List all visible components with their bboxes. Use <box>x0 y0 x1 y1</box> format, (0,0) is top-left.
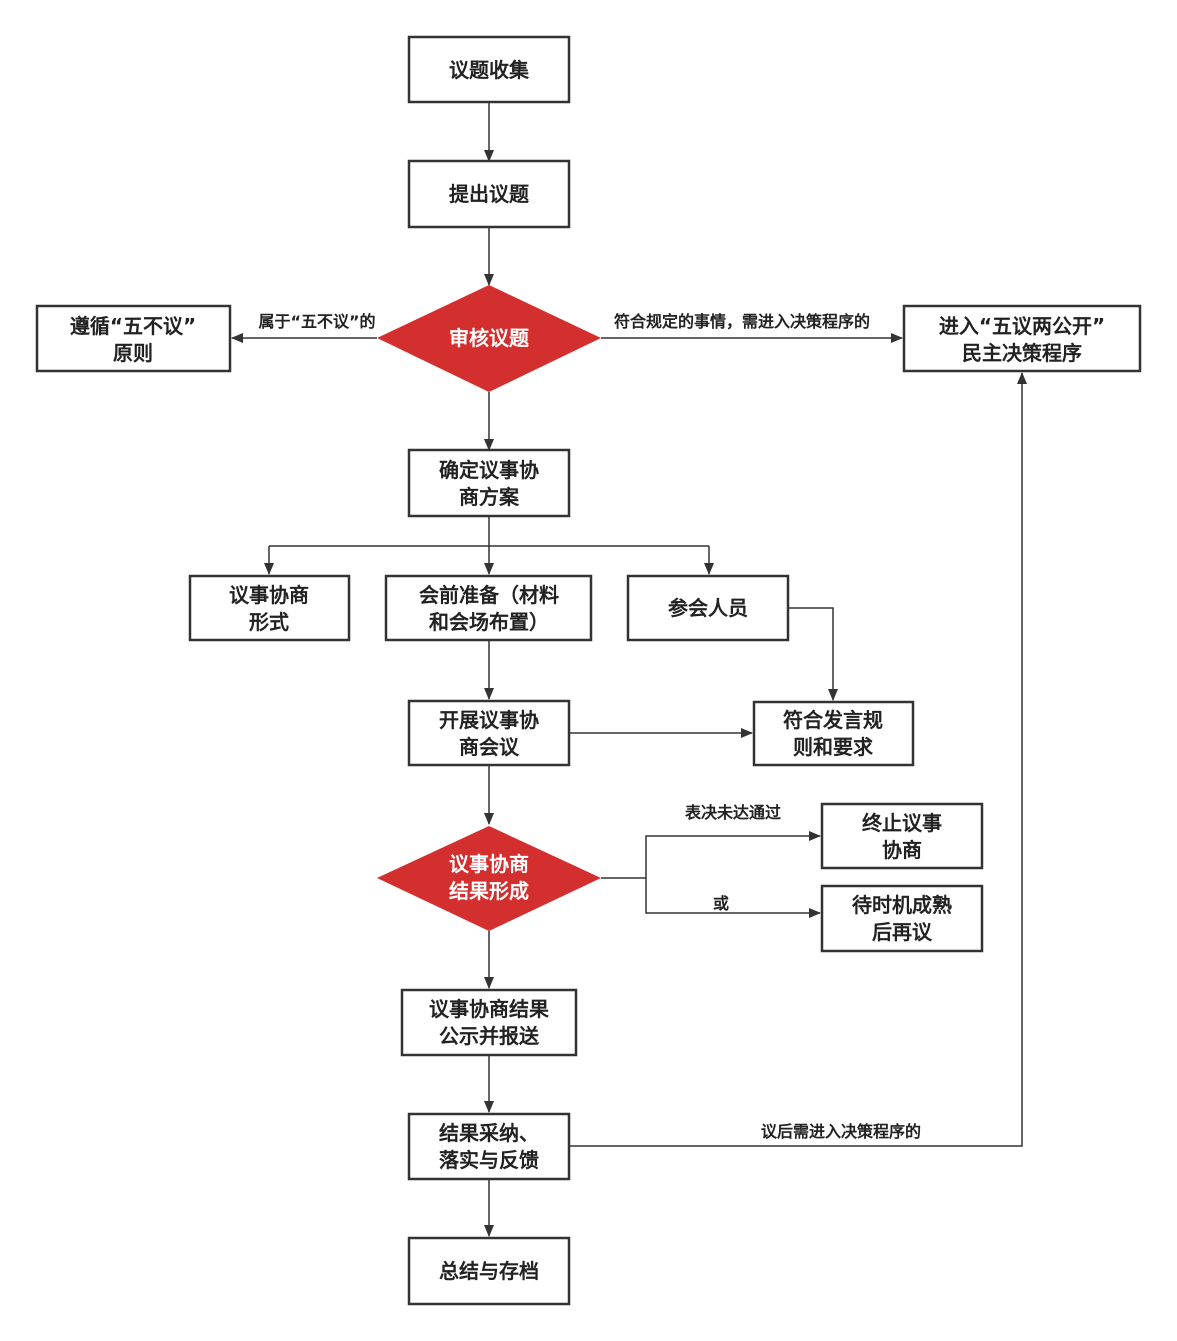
node-meeting-line1: 开展议事协 <box>439 708 539 732</box>
node-wait-line1: 待时机成熟 <box>852 893 952 917</box>
node-terminate-line1: 终止议事 <box>862 811 942 835</box>
edge-label-belongs-five-no: 属于“五不议”的 <box>258 312 375 331</box>
node-publish: 议事协商结果 公示并报送 <box>400 988 578 1057</box>
edge-labels: 属于“五不议”的 符合规定的事情，需进入决策程序的 表决未达通过 或 议后需进入… <box>258 312 921 1141</box>
edge-label-compliant: 符合规定的事情，需进入决策程序的 <box>614 312 870 331</box>
node-archive: 总结与存档 <box>407 1236 571 1306</box>
node-meeting-line2: 商会议 <box>459 735 520 759</box>
node-five-no-line2: 原则 <box>113 341 153 365</box>
node-five-no-line1: 遵循“五不议” <box>70 314 196 338</box>
node-adopt: 结果采纳、 落实与反馈 <box>407 1112 571 1181</box>
edge-participants-to-speech <box>788 607 838 701</box>
edge-adopt-to-five-two <box>569 372 1027 1147</box>
node-five-two-line2: 民主决策程序 <box>962 341 1082 365</box>
node-plan: 确定议事协 商方案 <box>407 448 571 518</box>
node-review: 审核议题 <box>377 285 601 392</box>
edge-result-to-wait <box>645 878 821 918</box>
node-result-line1: 议事协商 <box>449 852 529 876</box>
node-terminate-line2: 协商 <box>882 838 922 862</box>
node-speech-line2: 则和要求 <box>793 735 874 759</box>
edge-label-or: 或 <box>713 894 729 913</box>
node-terminate: 终止议事 协商 <box>820 802 984 870</box>
node-meeting: 开展议事协 商会议 <box>407 699 571 767</box>
node-wait: 待时机成熟 后再议 <box>820 884 984 953</box>
node-collect: 议题收集 <box>407 35 571 104</box>
node-prep-line1: 会前准备（材料 <box>419 583 559 607</box>
node-review-label: 审核议题 <box>449 326 530 350</box>
edge-result-to-terminate <box>645 831 821 878</box>
node-speech-line1: 符合发言规 <box>783 708 883 732</box>
node-result-line2: 结果形成 <box>449 879 529 903</box>
decision-diamond <box>377 285 601 392</box>
node-propose: 提出议题 <box>407 159 571 229</box>
node-five-two: 进入“五议两公开” 民主决策程序 <box>902 304 1142 373</box>
node-adopt-line1: 结果采纳、 <box>439 1121 539 1145</box>
node-form: 议事协商 形式 <box>188 574 351 642</box>
node-speech: 符合发言规 则和要求 <box>752 700 915 767</box>
node-participants-label: 参会人员 <box>668 596 748 620</box>
node-propose-label: 提出议题 <box>449 182 530 206</box>
node-five-two-line1: 进入“五议两公开” <box>939 314 1105 338</box>
node-publish-line1: 议事协商结果 <box>429 997 549 1021</box>
node-participants: 参会人员 <box>626 574 790 642</box>
node-adopt-line2: 落实与反馈 <box>439 1148 539 1172</box>
node-prep: 会前准备（材料 和会场布置） <box>384 574 593 642</box>
node-plan-line2: 商方案 <box>459 485 520 509</box>
node-form-line1: 议事协商 <box>229 583 309 607</box>
decision-diamond <box>377 826 601 931</box>
node-prep-line2: 和会场布置） <box>429 610 549 634</box>
edges <box>231 102 1027 1237</box>
node-publish-line2: 公示并报送 <box>439 1024 540 1048</box>
node-archive-label: 总结与存档 <box>439 1259 539 1283</box>
edge-label-post-decision: 议后需进入决策程序的 <box>761 1122 921 1141</box>
node-plan-line1: 确定议事协 <box>439 458 539 482</box>
node-result: 议事协商 结果形成 <box>377 826 601 931</box>
node-five-no: 遵循“五不议” 原则 <box>35 304 232 373</box>
node-wait-line2: 后再议 <box>872 920 933 944</box>
node-form-line2: 形式 <box>249 610 289 634</box>
edge-label-vote-failed: 表决未达通过 <box>684 803 781 822</box>
node-collect-label: 议题收集 <box>449 58 530 82</box>
